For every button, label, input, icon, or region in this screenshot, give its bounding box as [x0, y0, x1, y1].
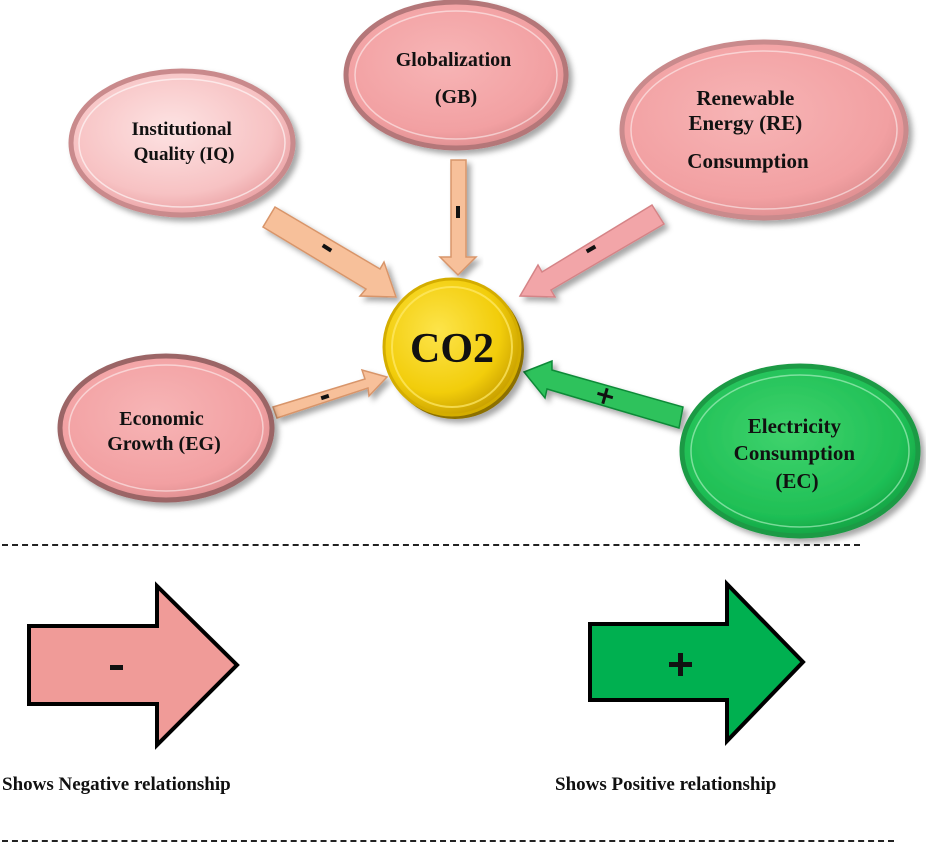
arrow-ec-to-co2: [522, 359, 684, 429]
arrow-re-shape: [518, 203, 666, 298]
arrow-iq-to-co2: [261, 205, 398, 298]
node-co2: CO2: [382, 277, 524, 419]
node-label: Economic Growth (EG): [107, 408, 221, 455]
node-label: Globalization (GB): [396, 49, 517, 108]
node-electricity-consumption: Electricity Consumption (EC): [679, 363, 921, 539]
arrow-eg-shape: [272, 368, 389, 419]
arrow-eg-to-co2: [272, 368, 389, 419]
plus-sign-icon-vertical: [678, 653, 683, 676]
separator-bottom: [2, 840, 894, 842]
node-renewable-energy: Renewable Energy (RE) Consumption: [619, 39, 909, 221]
arrow-re-to-co2: [518, 203, 666, 298]
minus-sign-icon: [456, 206, 460, 218]
minus-sign-icon: [585, 244, 597, 254]
separator-top: [2, 544, 860, 546]
arrow-gb-to-co2: [438, 159, 478, 277]
co2-label: CO2: [410, 326, 494, 372]
minus-sign-icon: [110, 665, 123, 670]
plus-sign-icon: [597, 387, 614, 405]
node-globalization: Globalization (GB): [343, 0, 569, 151]
node-label: Renewable Energy (RE) Consumption: [687, 86, 809, 173]
arrow-iq-shape: [261, 205, 398, 298]
minus-sign-icon: [321, 243, 333, 253]
legend-positive-arrow: [588, 579, 806, 746]
node-institutional-quality: Institutional Quality (IQ): [68, 68, 296, 218]
minus-sign-icon: [320, 393, 330, 401]
node-economic-growth: Economic Growth (EG): [57, 353, 275, 503]
negative-arrow-shape: [27, 581, 240, 750]
node-label: Electricity Consumption (EC): [734, 414, 861, 493]
legend-negative-arrow: [27, 581, 240, 750]
node-label: Institutional Quality (IQ): [131, 119, 236, 165]
positive-arrow-shape: [588, 579, 806, 746]
legend-positive-label: Shows Positive relationship: [555, 774, 777, 795]
legend-negative-label: Shows Negative relationship: [2, 774, 231, 795]
